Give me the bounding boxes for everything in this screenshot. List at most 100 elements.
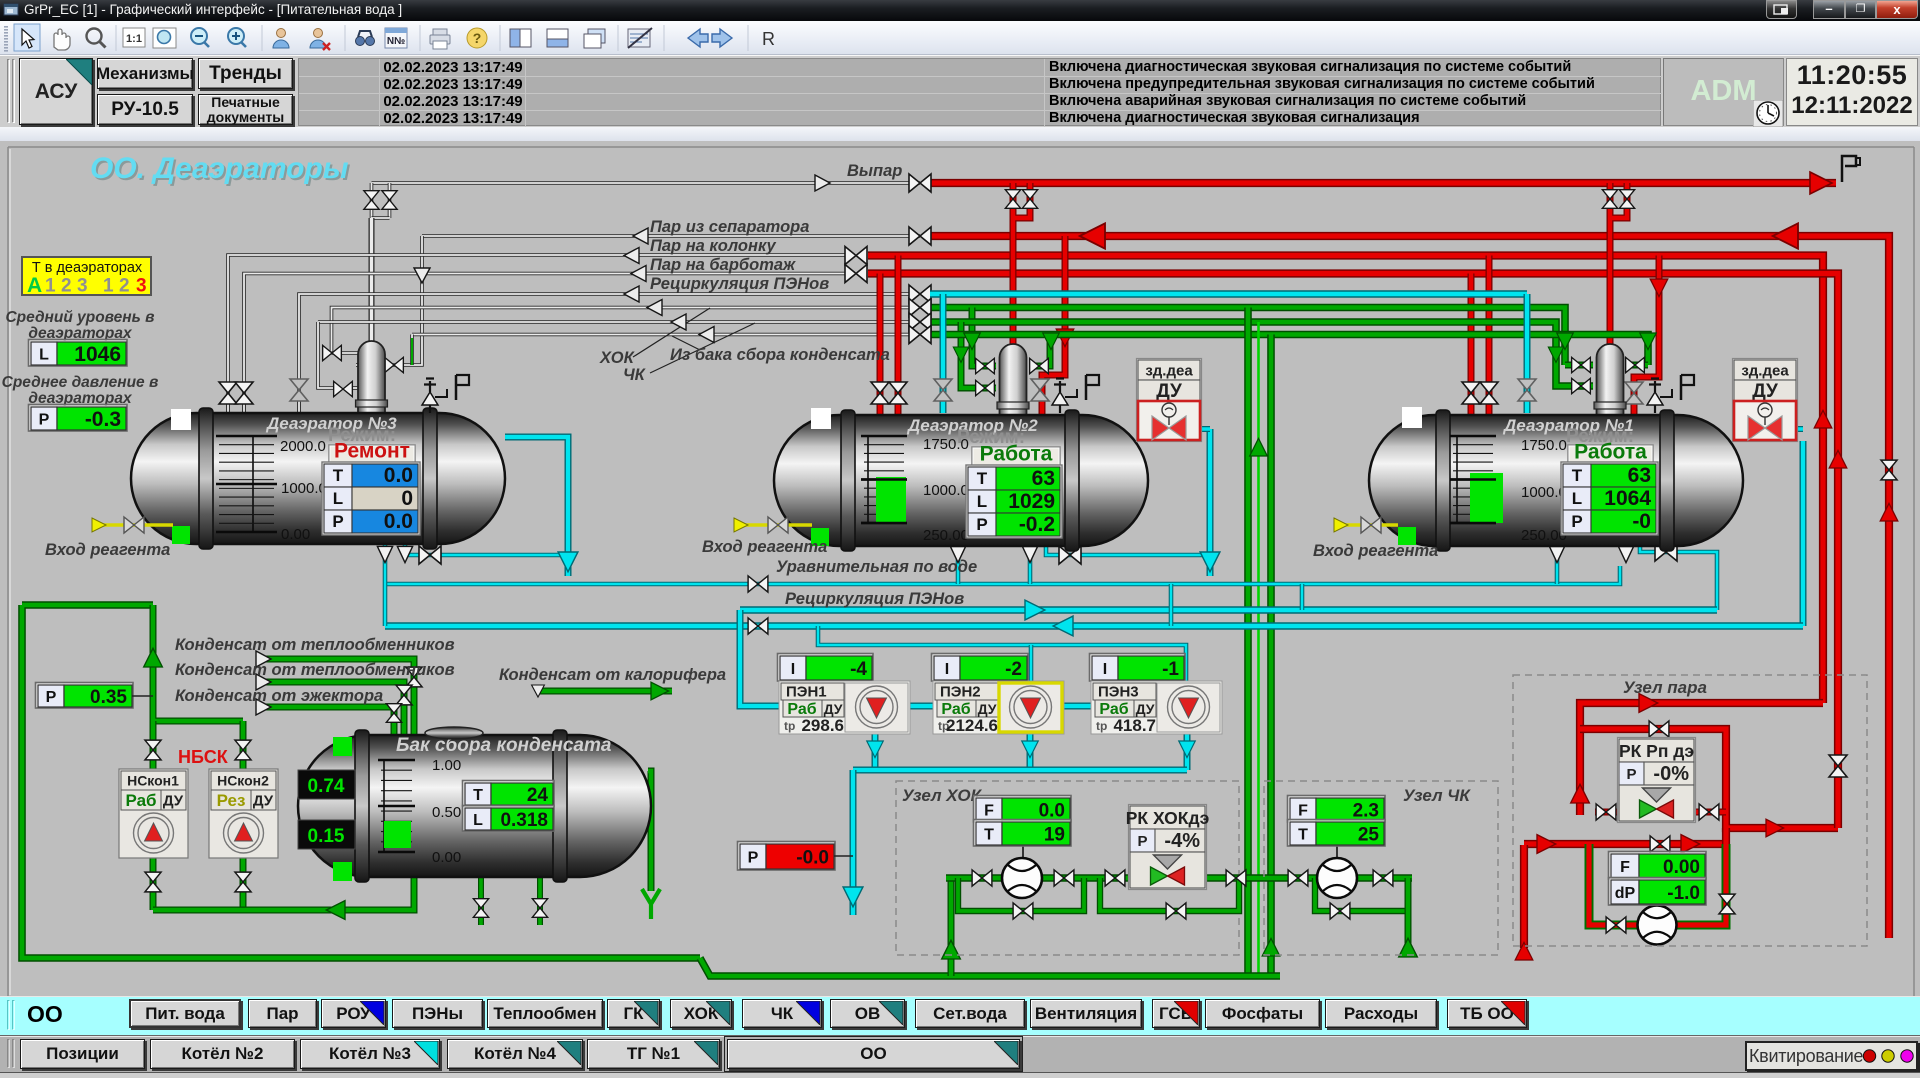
svg-text:Рециркуляция ПЭНов: Рециркуляция ПЭНов (785, 590, 964, 608)
svg-text:P: P (976, 515, 987, 534)
svg-text:P: P (1137, 833, 1147, 850)
svg-text:L: L (977, 492, 987, 511)
svg-text:0.0: 0.0 (384, 464, 413, 487)
svg-text:2.3: 2.3 (1353, 800, 1379, 821)
svg-text:I: I (1103, 661, 1107, 678)
svg-text:3: 3 (77, 276, 88, 297)
svg-text:P: P (748, 849, 759, 866)
svg-text:Рез: Рез (217, 791, 246, 810)
svg-text:ХОК: ХОК (599, 349, 636, 367)
svg-text:tp: tp (784, 719, 795, 733)
svg-text:Деаэратор №3: Деаэратор №3 (265, 414, 397, 433)
svg-text:деаэраторах: деаэраторах (28, 325, 133, 342)
svg-text:1064: 1064 (1604, 487, 1651, 510)
svg-text:1029: 1029 (1008, 490, 1055, 513)
svg-text:2: 2 (119, 276, 130, 297)
svg-text:I: I (791, 661, 795, 678)
svg-text:T: T (1572, 466, 1583, 485)
svg-text:1000.0: 1000.0 (281, 480, 327, 497)
svg-text:-4%: -4% (1164, 830, 1200, 852)
svg-text:ОО. Деаэраторы: ОО. Деаэраторы (90, 152, 349, 185)
svg-text:0.00: 0.00 (281, 526, 310, 543)
svg-text:Узел пара: Узел пара (1623, 678, 1707, 697)
svg-text:tp: tp (938, 719, 949, 733)
svg-text:1750.0: 1750.0 (1521, 437, 1567, 454)
svg-text:T: T (977, 469, 988, 488)
svg-text:0.00: 0.00 (1663, 857, 1700, 878)
svg-text:F: F (1298, 802, 1308, 819)
svg-text:-0: -0 (1632, 510, 1651, 533)
svg-text:НБСК: НБСК (178, 747, 229, 767)
svg-text:ДУ: ДУ (1752, 381, 1778, 402)
svg-text:Работа: Работа (1574, 441, 1647, 464)
svg-text:-0%: -0% (1653, 763, 1689, 785)
svg-text:24: 24 (527, 785, 549, 806)
svg-text:418.7: 418.7 (1113, 716, 1156, 735)
svg-text:Узел ХОК: Узел ХОК (902, 786, 983, 805)
svg-text:L: L (333, 489, 343, 508)
svg-text:Конденсат от калорифера: Конденсат от калорифера (499, 666, 726, 684)
svg-text:-0.0: -0.0 (796, 847, 829, 868)
svg-text:1000.0: 1000.0 (923, 482, 969, 499)
svg-text:НСкон2: НСкон2 (217, 773, 269, 789)
svg-text:РК ХОКдэ: РК ХОКдэ (1126, 808, 1210, 828)
svg-text:F: F (1620, 859, 1630, 876)
svg-text:0.318: 0.318 (500, 810, 548, 831)
svg-text:P: P (39, 411, 50, 428)
svg-text:ПЭН2: ПЭН2 (940, 684, 981, 701)
svg-text:зд.деа: зд.деа (1741, 363, 1789, 380)
svg-text:?: ? (473, 30, 482, 46)
svg-text:19: 19 (1044, 824, 1065, 845)
svg-text:Пар из сепаратора: Пар из сепаратора (650, 218, 809, 236)
svg-text:3: 3 (136, 276, 147, 297)
svg-text:-1.0: -1.0 (1667, 883, 1700, 904)
svg-text:ПЭН3: ПЭН3 (1098, 684, 1139, 701)
svg-text:-0.2: -0.2 (1019, 513, 1055, 536)
svg-text:Конденсат от эжектора: Конденсат от эжектора (175, 687, 383, 705)
svg-text:63: 63 (1628, 464, 1651, 487)
svg-text:1750.0: 1750.0 (923, 436, 969, 453)
svg-text:ОО. Деаэраторы: ОО. Деаэраторы (92, 154, 351, 187)
svg-text:Из бака сбора конденсата: Из бака сбора конденсата (670, 346, 890, 364)
svg-text:63: 63 (1032, 467, 1055, 490)
svg-text:Работа: Работа (980, 443, 1053, 466)
svg-text:2124.6: 2124.6 (946, 716, 998, 735)
svg-text:0.50: 0.50 (432, 804, 461, 821)
svg-text:-2: -2 (1005, 659, 1022, 680)
svg-text:-1: -1 (1162, 659, 1179, 680)
svg-text:ПЭН1: ПЭН1 (786, 684, 827, 701)
svg-text:Средний уровень в: Средний уровень в (5, 309, 154, 326)
svg-text:1:1: 1:1 (126, 33, 142, 45)
svg-text:Раб: Раб (941, 701, 970, 718)
svg-text:Деаэратор №2: Деаэратор №2 (906, 416, 1038, 435)
svg-text:L: L (39, 346, 49, 363)
svg-text:N№: N№ (387, 36, 405, 47)
svg-text:0.74: 0.74 (308, 776, 345, 797)
svg-text:P: P (46, 689, 57, 706)
svg-text:1: 1 (103, 276, 114, 297)
svg-text:Среднее давление в: Среднее давление в (2, 374, 159, 391)
svg-text:ДУ: ДУ (1136, 701, 1155, 717)
svg-text:0.00: 0.00 (432, 849, 461, 866)
svg-text:Раб: Раб (125, 791, 156, 810)
svg-text:Вход реагента: Вход реагента (1313, 542, 1438, 560)
svg-text:0.35: 0.35 (90, 687, 127, 708)
svg-text:L: L (473, 812, 483, 829)
svg-text:P: P (332, 512, 343, 531)
svg-text:ДУ: ДУ (978, 701, 997, 717)
svg-text:ДУ: ДУ (824, 701, 843, 717)
svg-text:ЧК: ЧК (623, 366, 647, 384)
svg-text:0: 0 (401, 487, 413, 510)
svg-text:Режим:: Режим: (328, 425, 396, 446)
svg-text:Конденсат от теплообменников: Конденсат от теплообменников (175, 661, 455, 679)
svg-text:P: P (1571, 512, 1582, 531)
svg-text:-4: -4 (850, 659, 867, 680)
svg-text:298.6: 298.6 (801, 716, 844, 735)
svg-text:1000.0: 1000.0 (1521, 484, 1567, 501)
svg-text:Узел ЧК: Узел ЧК (1403, 786, 1471, 805)
svg-text:Режим:: Режим: (1566, 426, 1634, 447)
svg-text:1046: 1046 (74, 343, 121, 366)
svg-text:25: 25 (1358, 824, 1380, 845)
svg-text:НСкон1: НСкон1 (127, 773, 179, 789)
svg-text:Выпар: Выпар (847, 162, 902, 180)
